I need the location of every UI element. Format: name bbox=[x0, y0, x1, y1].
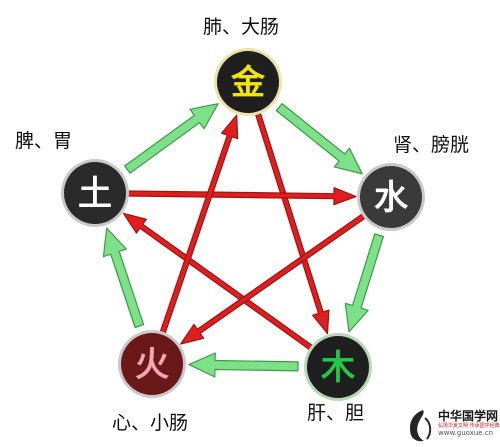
generating-cycle-arrows bbox=[102, 102, 384, 378]
controlling-arrow-fire-metal bbox=[157, 114, 239, 340]
generating-arrow-wood-fire bbox=[188, 352, 299, 378]
wood-node: 木 bbox=[304, 333, 372, 401]
earth-element-char: 土 bbox=[78, 174, 112, 214]
watermark-name: 中华国学网 bbox=[438, 409, 499, 423]
element-nodes: 金水木 火 土 bbox=[61, 48, 425, 401]
wood-organ-label: 肝、胆 bbox=[307, 402, 365, 424]
metal-organ-label: 肺、大肠 bbox=[203, 16, 280, 38]
generating-arrow-fire-earth bbox=[102, 227, 145, 329]
fire-node-disc bbox=[121, 333, 183, 395]
earth-node-disc bbox=[64, 162, 126, 224]
earth-node: 土 bbox=[61, 159, 129, 227]
controlling-arrow-metal-wood bbox=[253, 106, 330, 335]
water-node: 水 bbox=[357, 163, 425, 231]
water-organ-label: 肾、膀胱 bbox=[393, 134, 470, 156]
generating-arrow-metal-water bbox=[275, 102, 363, 175]
water-element-char: 水 bbox=[374, 178, 409, 218]
metal-node-disc bbox=[217, 51, 279, 113]
fire-element-char: 火 bbox=[135, 345, 169, 385]
watermark-url: www.guoxue.cn bbox=[438, 429, 494, 437]
metal-element-char: 金 bbox=[230, 63, 266, 103]
wood-node-disc bbox=[307, 336, 369, 398]
controlling-cycle-arrows bbox=[121, 106, 371, 354]
wood-element-char: 木 bbox=[320, 348, 355, 388]
fire-node: 火 bbox=[118, 330, 186, 398]
generating-arrow-water-wood bbox=[344, 233, 384, 333]
controlling-arrow-wood-earth bbox=[122, 212, 319, 354]
controlling-arrow-water-fire bbox=[180, 209, 371, 345]
generating-arrow-earth-metal bbox=[124, 103, 219, 174]
watermark-slogan: 弘扬华夏文明 传承国学经典 bbox=[438, 423, 500, 429]
controlling-arrow-earth-water bbox=[121, 187, 357, 206]
watermark-seal-icon bbox=[410, 410, 432, 442]
earth-organ-label: 脾、胃 bbox=[15, 130, 73, 152]
metal-node: 金 bbox=[214, 48, 282, 116]
site-watermark: 中华国学网 弘扬华夏文明 传承国学经典 www.guoxue.cn bbox=[404, 405, 500, 447]
fire-organ-label: 心、小肠 bbox=[112, 412, 189, 434]
water-node-disc bbox=[360, 166, 422, 228]
